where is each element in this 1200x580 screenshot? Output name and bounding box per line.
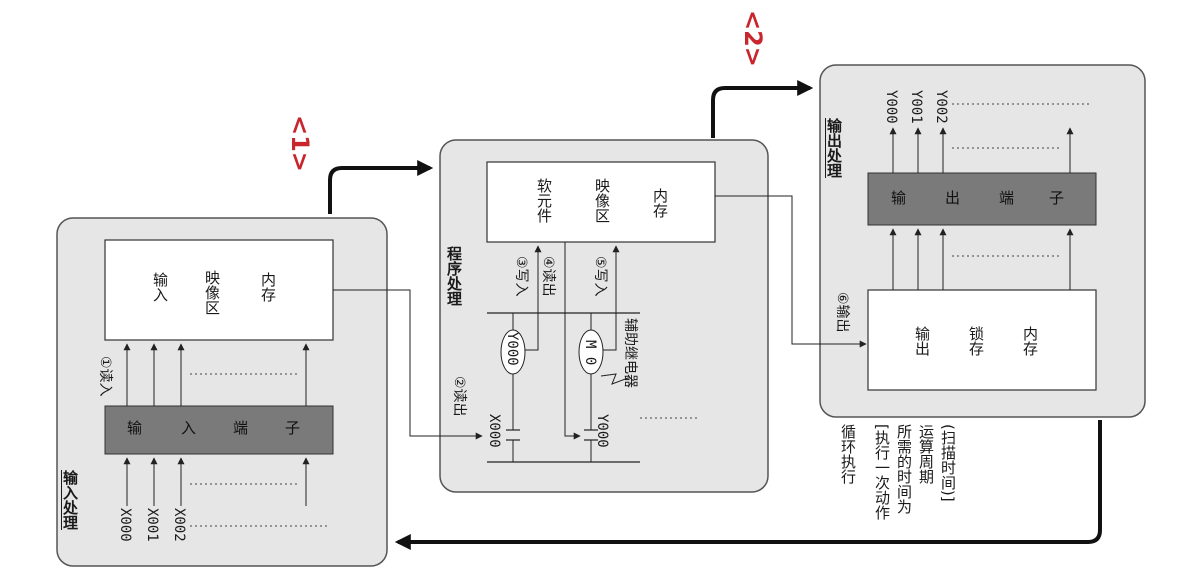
input-terminal-char-1: 输 <box>125 420 143 435</box>
contact-x000-label: X000 <box>486 414 502 448</box>
program-memory-line-3: 内存 <box>651 188 669 218</box>
input-terminal-block <box>104 405 334 455</box>
output-latch-line-1: 输出 <box>913 326 931 356</box>
input-read-label: ①读入 <box>97 356 114 397</box>
input-x000-label: X000 <box>117 508 133 542</box>
flow-arrow-1 <box>328 160 434 214</box>
input-terminal-char-3: 端 <box>231 420 249 435</box>
flow-arrow-return <box>394 420 1102 550</box>
cycle-note-line-2: 所需的时间为 <box>895 424 913 514</box>
coil-m0 <box>578 329 604 375</box>
output-y000-label: Y000 <box>883 90 899 124</box>
cycle-note-line-3: 运算周期 <box>917 424 935 484</box>
input-to-program-line <box>333 289 483 440</box>
program-read-4-label: ④读出 <box>540 256 557 297</box>
output-y002-label: Y002 <box>933 90 949 124</box>
marker-1: <1> <box>286 115 314 172</box>
output-terminal-block <box>867 172 1097 226</box>
input-image-memory <box>104 239 334 341</box>
cycle-note-line-4: (扫描时间)] <box>939 424 957 502</box>
input-terminal-char-4: 子 <box>283 420 301 435</box>
output-terminal-char-1: 输 <box>889 190 907 205</box>
program-memory-line-1: 软元件 <box>535 178 553 223</box>
input-memory-line-1: 输入 <box>151 272 169 302</box>
cycle-note-line-1: [执行一次动作 <box>873 424 891 520</box>
coil-m0-label: M 0 <box>582 340 598 365</box>
input-terminal-char-2: 入 <box>179 420 197 435</box>
program-image-memory <box>486 161 716 243</box>
output-latch-line-3: 内存 <box>1021 326 1039 356</box>
coil-y000 <box>500 329 526 375</box>
aux-relay-label: 辅助继电器 <box>622 318 638 388</box>
output-section-title: 输出处理 <box>825 118 843 178</box>
output-terminal-char-3: 端 <box>997 190 1015 205</box>
output-terminal-char-2: 出 <box>943 190 961 205</box>
input-memory-line-3: 内存 <box>259 272 277 302</box>
marker-2: <2> <box>739 10 767 67</box>
coil-y000-label: Y000 <box>504 332 520 366</box>
program-to-output-line <box>715 195 867 348</box>
program-memory-line-2: 映像区 <box>593 178 611 223</box>
output-y001-label: Y001 <box>908 90 924 124</box>
contact-y000-label: Y000 <box>594 414 610 448</box>
cycle-note-title: 循环执行 <box>839 424 857 484</box>
input-section-title: 输入处理 <box>61 470 79 530</box>
program-write-3-label: ③写入 <box>513 256 529 297</box>
program-write-5-label: ⑤写入 <box>592 256 608 297</box>
output-6-label: ⑥输出 <box>834 292 850 333</box>
input-x002-label: X002 <box>171 508 187 542</box>
input-memory-line-2: 映像区 <box>203 270 221 315</box>
output-terminal-char-4: 子 <box>1047 190 1065 205</box>
program-read-2-label: ②读出 <box>451 376 468 417</box>
input-x001-label: X001 <box>144 508 160 542</box>
program-section-title: 程序处理 <box>445 246 463 306</box>
output-latch-line-2: 锁存 <box>967 326 985 356</box>
flow-arrow-2 <box>711 80 814 138</box>
output-latch-memory <box>867 289 1097 391</box>
